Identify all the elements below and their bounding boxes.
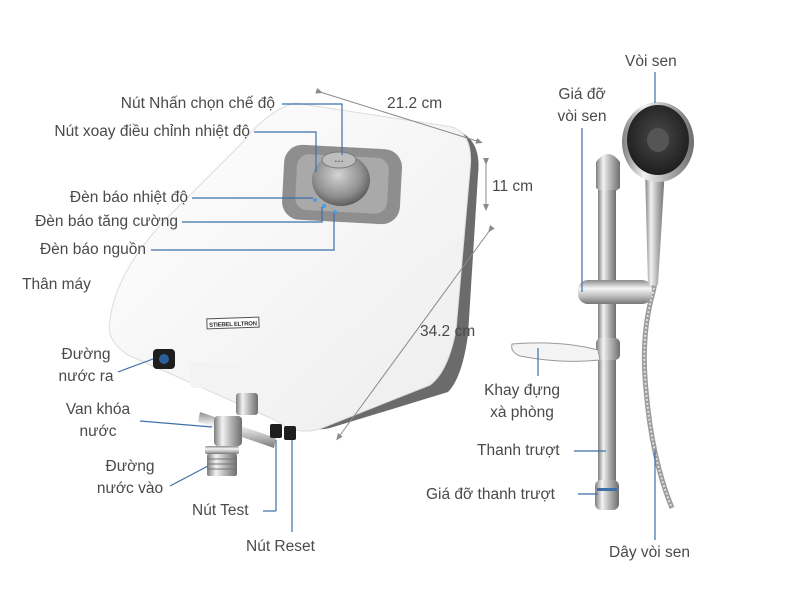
- label-bar-bracket: Giá đỡ thanh trượt: [426, 486, 555, 503]
- heater-leader-lines: [117, 103, 343, 532]
- label-power-indicator: Đèn báo nguồn: [39, 241, 146, 258]
- label-water-outlet-line1: Đường: [61, 346, 111, 363]
- temperature-indicator-light: [313, 198, 317, 202]
- shower-set: [511, 102, 694, 510]
- label-temperature-indicator: Đèn báo nhiệt độ: [69, 189, 188, 206]
- water-heater: • • • STIEBEL ELTRON: [108, 102, 479, 476]
- brand-plate: [206, 316, 260, 330]
- water-valve[interactable]: [198, 393, 276, 476]
- test-button[interactable]: [270, 424, 282, 438]
- label-head-holder-line1: Giá đỡ: [558, 86, 606, 103]
- label-soap-tray: Khay đựng xà phòng: [474, 380, 570, 424]
- label-width-dimension: 21.2 cm: [387, 95, 443, 112]
- label-soap-tray-line2: xà phòng: [490, 404, 554, 421]
- shower-leader-lines: [537, 72, 656, 540]
- label-soap-tray-line1: Khay đựng: [484, 382, 560, 399]
- bar-bracket: [595, 480, 619, 510]
- label-head-holder: Giá đỡ vòi sen: [548, 84, 616, 128]
- label-slide-bar: Thanh trượt: [477, 442, 560, 459]
- label-water-valve-line1: Van khóa: [65, 401, 131, 418]
- label-shower-hose: Dây vòi sen: [609, 544, 690, 561]
- temperature-knob[interactable]: [312, 154, 370, 206]
- soap-tray: [511, 342, 601, 362]
- brand-text: STIEBEL ELTRON: [209, 321, 257, 329]
- boost-indicator-light: [322, 204, 326, 208]
- label-water-outlet-line2: nước ra: [58, 368, 114, 385]
- label-heater-body: Thân máy: [22, 276, 91, 293]
- label-reset-button: Nút Reset: [246, 538, 315, 555]
- label-height-dimension: 34.2 cm: [420, 323, 476, 340]
- label-mode-button: Nút Nhấn chọn chế độ: [120, 95, 275, 112]
- label-water-inlet: Đường nước vào: [92, 456, 168, 500]
- width-dimension-line: [315, 87, 483, 144]
- label-shower-head: Vòi sen: [625, 53, 677, 70]
- shower-handle: [645, 168, 665, 285]
- head-holder-bracket: [596, 154, 620, 193]
- label-depth-dimension: 11 cm: [492, 178, 534, 195]
- dimension-lines: [315, 87, 495, 441]
- mode-button[interactable]: [321, 151, 357, 169]
- label-boost-indicator: Đèn báo tăng cường: [35, 213, 178, 230]
- label-water-outlet: Đường nước ra: [52, 344, 120, 388]
- height-dimension-line: [336, 225, 495, 441]
- label-water-valve: Van khóa nước: [58, 399, 138, 443]
- label-water-inlet-line1: Đường: [105, 458, 155, 475]
- label-water-valve-line2: nước: [79, 423, 117, 440]
- label-water-inlet-line2: nước vào: [96, 480, 164, 497]
- label-head-holder-line2: vòi sen: [557, 108, 607, 125]
- label-temperature-knob: Nút xoay điều chỉnh nhiệt độ: [54, 123, 250, 140]
- label-test-button: Nút Test: [192, 502, 249, 519]
- svg-text:• • •: • • •: [335, 159, 343, 165]
- reset-button[interactable]: [284, 426, 296, 440]
- shower-head-holder: [578, 280, 652, 304]
